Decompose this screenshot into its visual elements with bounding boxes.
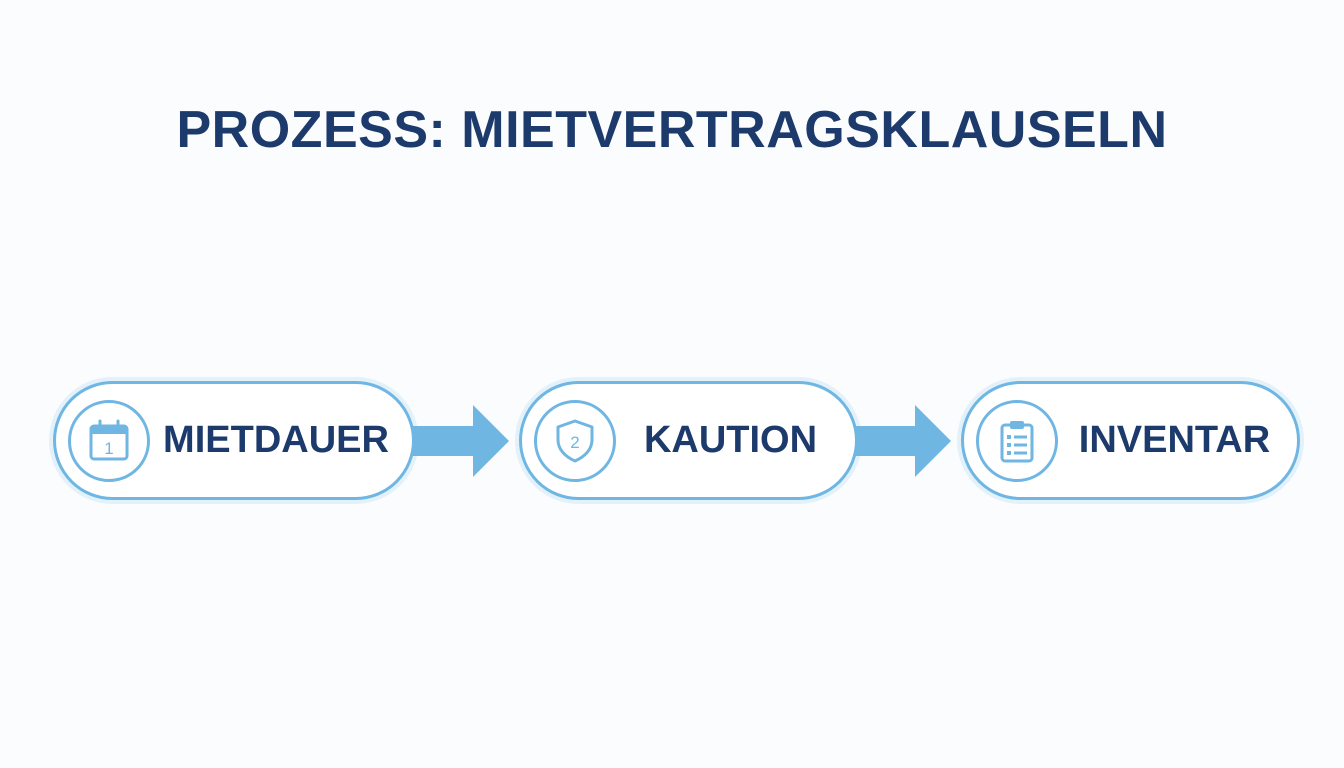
step-mietdauer: 1 MIETDAUER: [53, 381, 415, 500]
calendar-icon: 1: [89, 419, 129, 461]
step-icon-ring: 1: [68, 400, 150, 482]
arrow-right-icon: [413, 405, 509, 477]
step-label: INVENTAR: [1078, 419, 1271, 461]
shield-icon: 2: [556, 419, 594, 463]
diagram-title: PROZESS: MIETVERTRAGSKLAUSELN: [176, 101, 1168, 159]
step-icon-ring: 2: [534, 400, 616, 482]
arrow-right-icon: [855, 405, 951, 477]
step-label: KAUTION: [643, 419, 818, 461]
step-inventar: INVENTAR: [961, 381, 1300, 500]
step-label: MIETDAUER: [163, 419, 389, 461]
step-badge: 2: [570, 433, 579, 452]
step-kaution: 2 KAUTION: [519, 381, 858, 500]
clipboard-checklist-icon: [1000, 421, 1034, 463]
step-icon-ring: [976, 400, 1058, 482]
step-badge: 1: [104, 439, 113, 458]
